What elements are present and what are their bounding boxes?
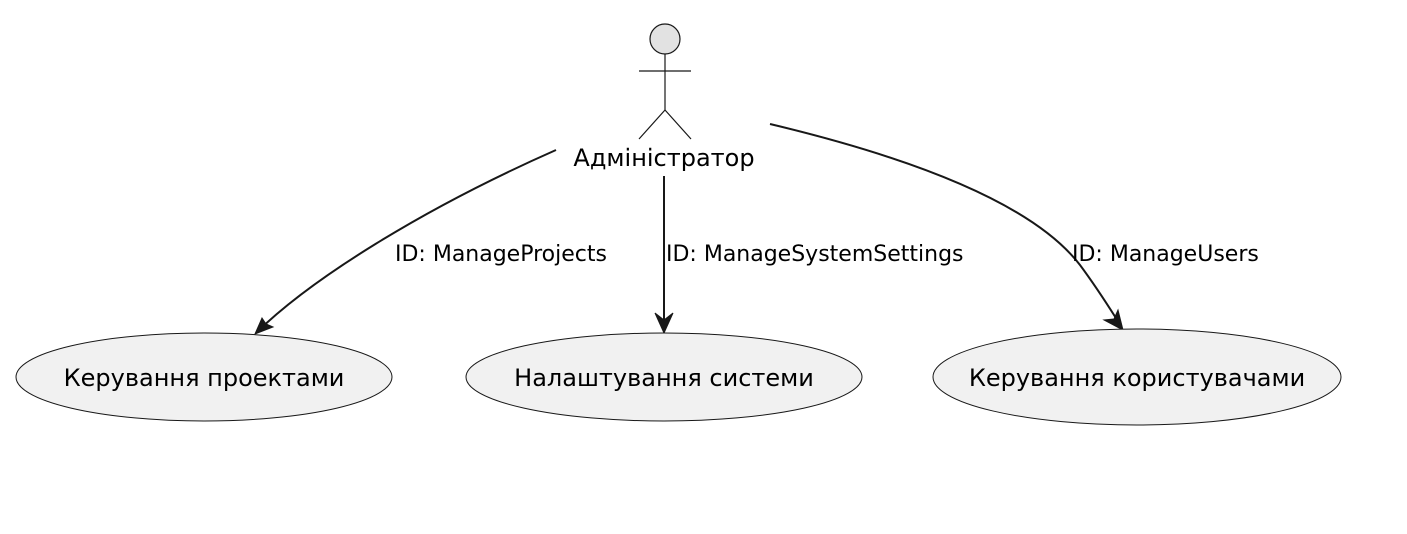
usecase-system-settings: Налаштування системи (465, 332, 863, 422)
actor-head (649, 23, 681, 55)
usecase-ellipse (15, 332, 393, 422)
actor-label: Адміністратор (573, 144, 754, 172)
relation-manage-system-settings: ID: ManageSystemSettings (654, 176, 964, 335)
arrowhead-icon (254, 316, 275, 335)
relation-manage-projects: ID: ManageProjects (254, 149, 607, 335)
arrowhead-icon (654, 312, 674, 335)
relation-line (255, 149, 557, 334)
relation-label: ID: ManageProjects (395, 242, 607, 267)
usecase-label: Керування проектами (64, 364, 345, 392)
usecase-manage-projects: Керування проектами (15, 332, 393, 422)
usecase-ellipse (932, 328, 1342, 426)
usecase-manage-users: Керування користувачами (932, 328, 1342, 426)
relation-label: ID: ManageUsers (1072, 242, 1259, 267)
usecase-ellipse (465, 332, 863, 422)
actor-left-leg (638, 109, 666, 140)
relation-label: ID: ManageSystemSettings (666, 242, 964, 267)
relation-manage-users: ID: ManageUsers (769, 123, 1259, 331)
relation-line (769, 123, 1122, 327)
actor-right-leg (664, 109, 692, 140)
stick-figure-actor-icon (638, 23, 692, 140)
usecase-label: Налаштування системи (514, 364, 814, 392)
arrowhead-icon (1102, 308, 1124, 331)
usecase-label: Керування користувачами (969, 364, 1305, 392)
actor-administrator: Адміністратор (573, 23, 755, 172)
